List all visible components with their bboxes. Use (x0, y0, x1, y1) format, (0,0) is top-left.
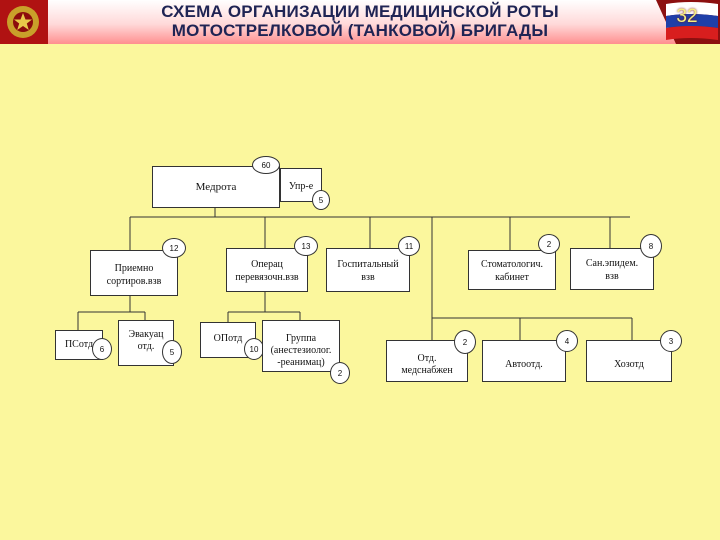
node-medsnab-label-1: Отд. (417, 353, 437, 364)
slide-header (0, 0, 720, 44)
node-hozotd-label: Хозотд (614, 359, 644, 370)
node-avtootd-count: 4 (556, 330, 578, 352)
node-upravlenie: Упр-е (280, 168, 322, 202)
russian-flag-icon (656, 0, 720, 44)
slide-number: 32 (676, 6, 698, 27)
node-evakuac-count: 5 (162, 340, 182, 364)
node-operac-label-2: перевязочн.взв (235, 272, 299, 283)
node-opotd-label: ОПотд (213, 333, 243, 344)
node-operac-label-1: Операц (251, 259, 283, 270)
node-gruppa-label-3: -реанимац) (277, 357, 325, 368)
node-sanepid-label-1: Сан.эпидем. (585, 258, 639, 269)
node-priemno-label-2: сортиров.взв (106, 276, 162, 287)
node-gospital-label-2: взв (361, 272, 375, 283)
node-gospital-count: 11 (398, 236, 420, 256)
node-medrota-count: 60 (252, 156, 280, 174)
node-gospital-label-1: Госпитальный (337, 259, 399, 270)
node-gruppa-label-2: (анестезиолог. (270, 345, 332, 356)
node-sanepid-label-2: взв (605, 271, 619, 282)
node-operac-count: 13 (294, 236, 318, 256)
slide-title-line2: МОТОСТРЕЛКОВОЙ (ТАНКОВОЙ) БРИГАДЫ (171, 21, 549, 40)
node-gospital-vzvod: Госпитальный взв (326, 248, 410, 292)
node-sanepid-count: 8 (640, 234, 662, 258)
node-medsnab-label-2: медснабжен (401, 365, 453, 376)
node-sanepid-vzvod: Сан.эпидем. взв (570, 248, 654, 290)
node-priemno-count: 12 (162, 238, 186, 258)
node-stomat-label-2: кабинет (495, 272, 529, 283)
node-priemno-sortir-vzvod: Приемно сортиров.взв (90, 250, 178, 296)
node-priemno-label-1: Приемно (114, 263, 154, 274)
node-operac-perev-vzvod: Операц перевязочн.взв (226, 248, 308, 292)
node-psotd-label: ПСотд (64, 339, 94, 350)
node-evakuac-label-2: отд. (137, 341, 155, 352)
node-avtootd-label: Автоотд. (505, 359, 543, 370)
node-opotd-count: 10 (244, 338, 264, 360)
node-gruppa-count: 2 (330, 362, 350, 384)
node-stomat-kabinet: Стоматологич. кабинет (468, 250, 556, 290)
slide-title-line1: СХЕМА ОРГАНИЗАЦИИ МЕДИЦИНСКОЙ РОТЫ (161, 2, 559, 21)
node-gruppa-anest-reanim: Группа (анестезиолог. -реанимац) (262, 320, 340, 372)
node-stomat-count: 2 (538, 234, 560, 254)
army-emblem-icon (0, 0, 48, 44)
node-upravlenie-label: Упр-е (288, 181, 314, 192)
node-hozotd-count: 3 (660, 330, 682, 352)
node-gruppa-label-1: Группа (285, 333, 317, 344)
node-op-otdelenie: ОПотд (200, 322, 256, 358)
node-stomat-label-1: Стоматологич. (480, 259, 544, 270)
node-upravlenie-count: 5 (312, 190, 330, 210)
node-psotd-count: 6 (92, 338, 112, 360)
node-hoz-otdelenie: Хозотд (586, 340, 672, 382)
node-avto-otdelenie: Автоотд. (482, 340, 566, 382)
node-evakuac-label-1: Эвакуац (128, 329, 164, 340)
node-medsnab-count: 2 (454, 330, 476, 354)
node-medrota-label: Медрота (195, 181, 237, 193)
